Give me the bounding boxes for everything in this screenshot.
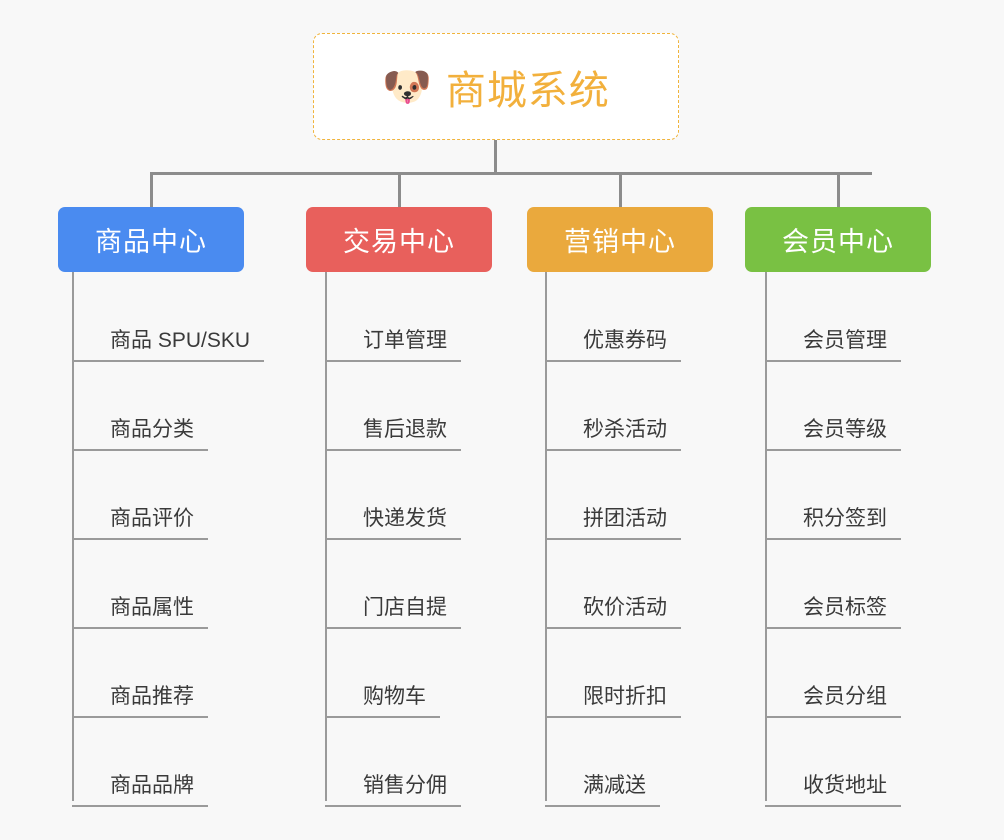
connector-drop-3 — [619, 172, 622, 209]
category-label: 营销中心 — [564, 227, 676, 257]
connector-drop-2 — [398, 172, 401, 209]
connector-drop-1 — [150, 172, 153, 209]
branch-spine — [325, 272, 327, 801]
leaf-item-label: 满减送 — [545, 773, 660, 807]
leaf-item-label: 秒杀活动 — [545, 417, 681, 451]
leaf-item-label: 收货地址 — [765, 773, 901, 807]
leaf-item-label: 限时折扣 — [545, 684, 681, 718]
connector-root-vertical — [494, 140, 497, 174]
leaf-item[interactable]: 秒杀活动 — [545, 417, 681, 451]
leaf-item[interactable]: 购物车 — [325, 684, 440, 718]
leaf-item-label: 会员管理 — [765, 328, 901, 362]
leaf-item[interactable]: 会员分组 — [765, 684, 901, 718]
leaf-item[interactable]: 满减送 — [545, 773, 660, 807]
leaf-item[interactable]: 砍价活动 — [545, 595, 681, 629]
branch-spine — [545, 272, 547, 801]
dog-face-icon: 🐶 — [382, 64, 432, 109]
leaf-item[interactable]: 商品属性 — [72, 595, 208, 629]
leaf-item-label: 积分签到 — [765, 506, 901, 540]
root-node[interactable]: 🐶 商城系统 — [313, 33, 679, 140]
branch-spine — [765, 272, 767, 801]
category-label: 会员中心 — [782, 227, 894, 257]
leaf-item[interactable]: 积分签到 — [765, 506, 901, 540]
leaf-item[interactable]: 订单管理 — [325, 328, 461, 362]
leaf-item[interactable]: 售后退款 — [325, 417, 461, 451]
leaf-item-label: 销售分佣 — [325, 773, 461, 807]
leaf-item-label: 快递发货 — [325, 506, 461, 540]
category-label: 商品中心 — [95, 227, 207, 257]
leaf-item[interactable]: 门店自提 — [325, 595, 461, 629]
leaf-item[interactable]: 优惠券码 — [545, 328, 681, 362]
leaf-item-label: 砍价活动 — [545, 595, 681, 629]
connector-drop-4 — [837, 172, 840, 209]
leaf-item-label: 商品分类 — [72, 417, 208, 451]
leaf-item-label: 拼团活动 — [545, 506, 681, 540]
category-box-2[interactable]: 交易中心 — [306, 207, 492, 272]
leaf-item-label: 商品推荐 — [72, 684, 208, 718]
leaf-item-label: 售后退款 — [325, 417, 461, 451]
leaf-item-label: 会员等级 — [765, 417, 901, 451]
leaf-item[interactable]: 商品 SPU/SKU — [72, 328, 265, 362]
leaf-item[interactable]: 商品品牌 — [72, 773, 208, 807]
root-title: 商城系统 — [445, 68, 610, 113]
leaf-item-label: 商品属性 — [72, 595, 208, 629]
category-box-4[interactable]: 会员中心 — [745, 207, 931, 272]
leaf-item[interactable]: 商品推荐 — [72, 684, 208, 718]
leaf-item[interactable]: 会员管理 — [765, 328, 901, 362]
leaf-item-label: 商品品牌 — [72, 773, 208, 807]
leaf-item-label: 商品评价 — [72, 506, 208, 540]
leaf-item-label: 会员标签 — [765, 595, 901, 629]
leaf-item-label: 商品 SPU/SKU — [72, 328, 265, 362]
leaf-item-label: 门店自提 — [325, 595, 461, 629]
branch-spine — [72, 272, 74, 801]
leaf-item[interactable]: 商品评价 — [72, 506, 208, 540]
leaf-item[interactable]: 会员标签 — [765, 595, 901, 629]
leaf-item[interactable]: 快递发货 — [325, 506, 461, 540]
leaf-item-label: 订单管理 — [325, 328, 461, 362]
leaf-item[interactable]: 限时折扣 — [545, 684, 681, 718]
leaf-item-label: 购物车 — [325, 684, 440, 718]
category-box-1[interactable]: 商品中心 — [58, 207, 244, 272]
leaf-item-label: 优惠券码 — [545, 328, 681, 362]
leaf-item[interactable]: 销售分佣 — [325, 773, 461, 807]
category-label: 交易中心 — [343, 227, 455, 257]
leaf-item[interactable]: 收货地址 — [765, 773, 901, 807]
leaf-item[interactable]: 拼团活动 — [545, 506, 681, 540]
leaf-item[interactable]: 会员等级 — [765, 417, 901, 451]
connector-horizontal-bar — [150, 172, 872, 175]
category-box-3[interactable]: 营销中心 — [527, 207, 713, 272]
leaf-item-label: 会员分组 — [765, 684, 901, 718]
leaf-item[interactable]: 商品分类 — [72, 417, 208, 451]
